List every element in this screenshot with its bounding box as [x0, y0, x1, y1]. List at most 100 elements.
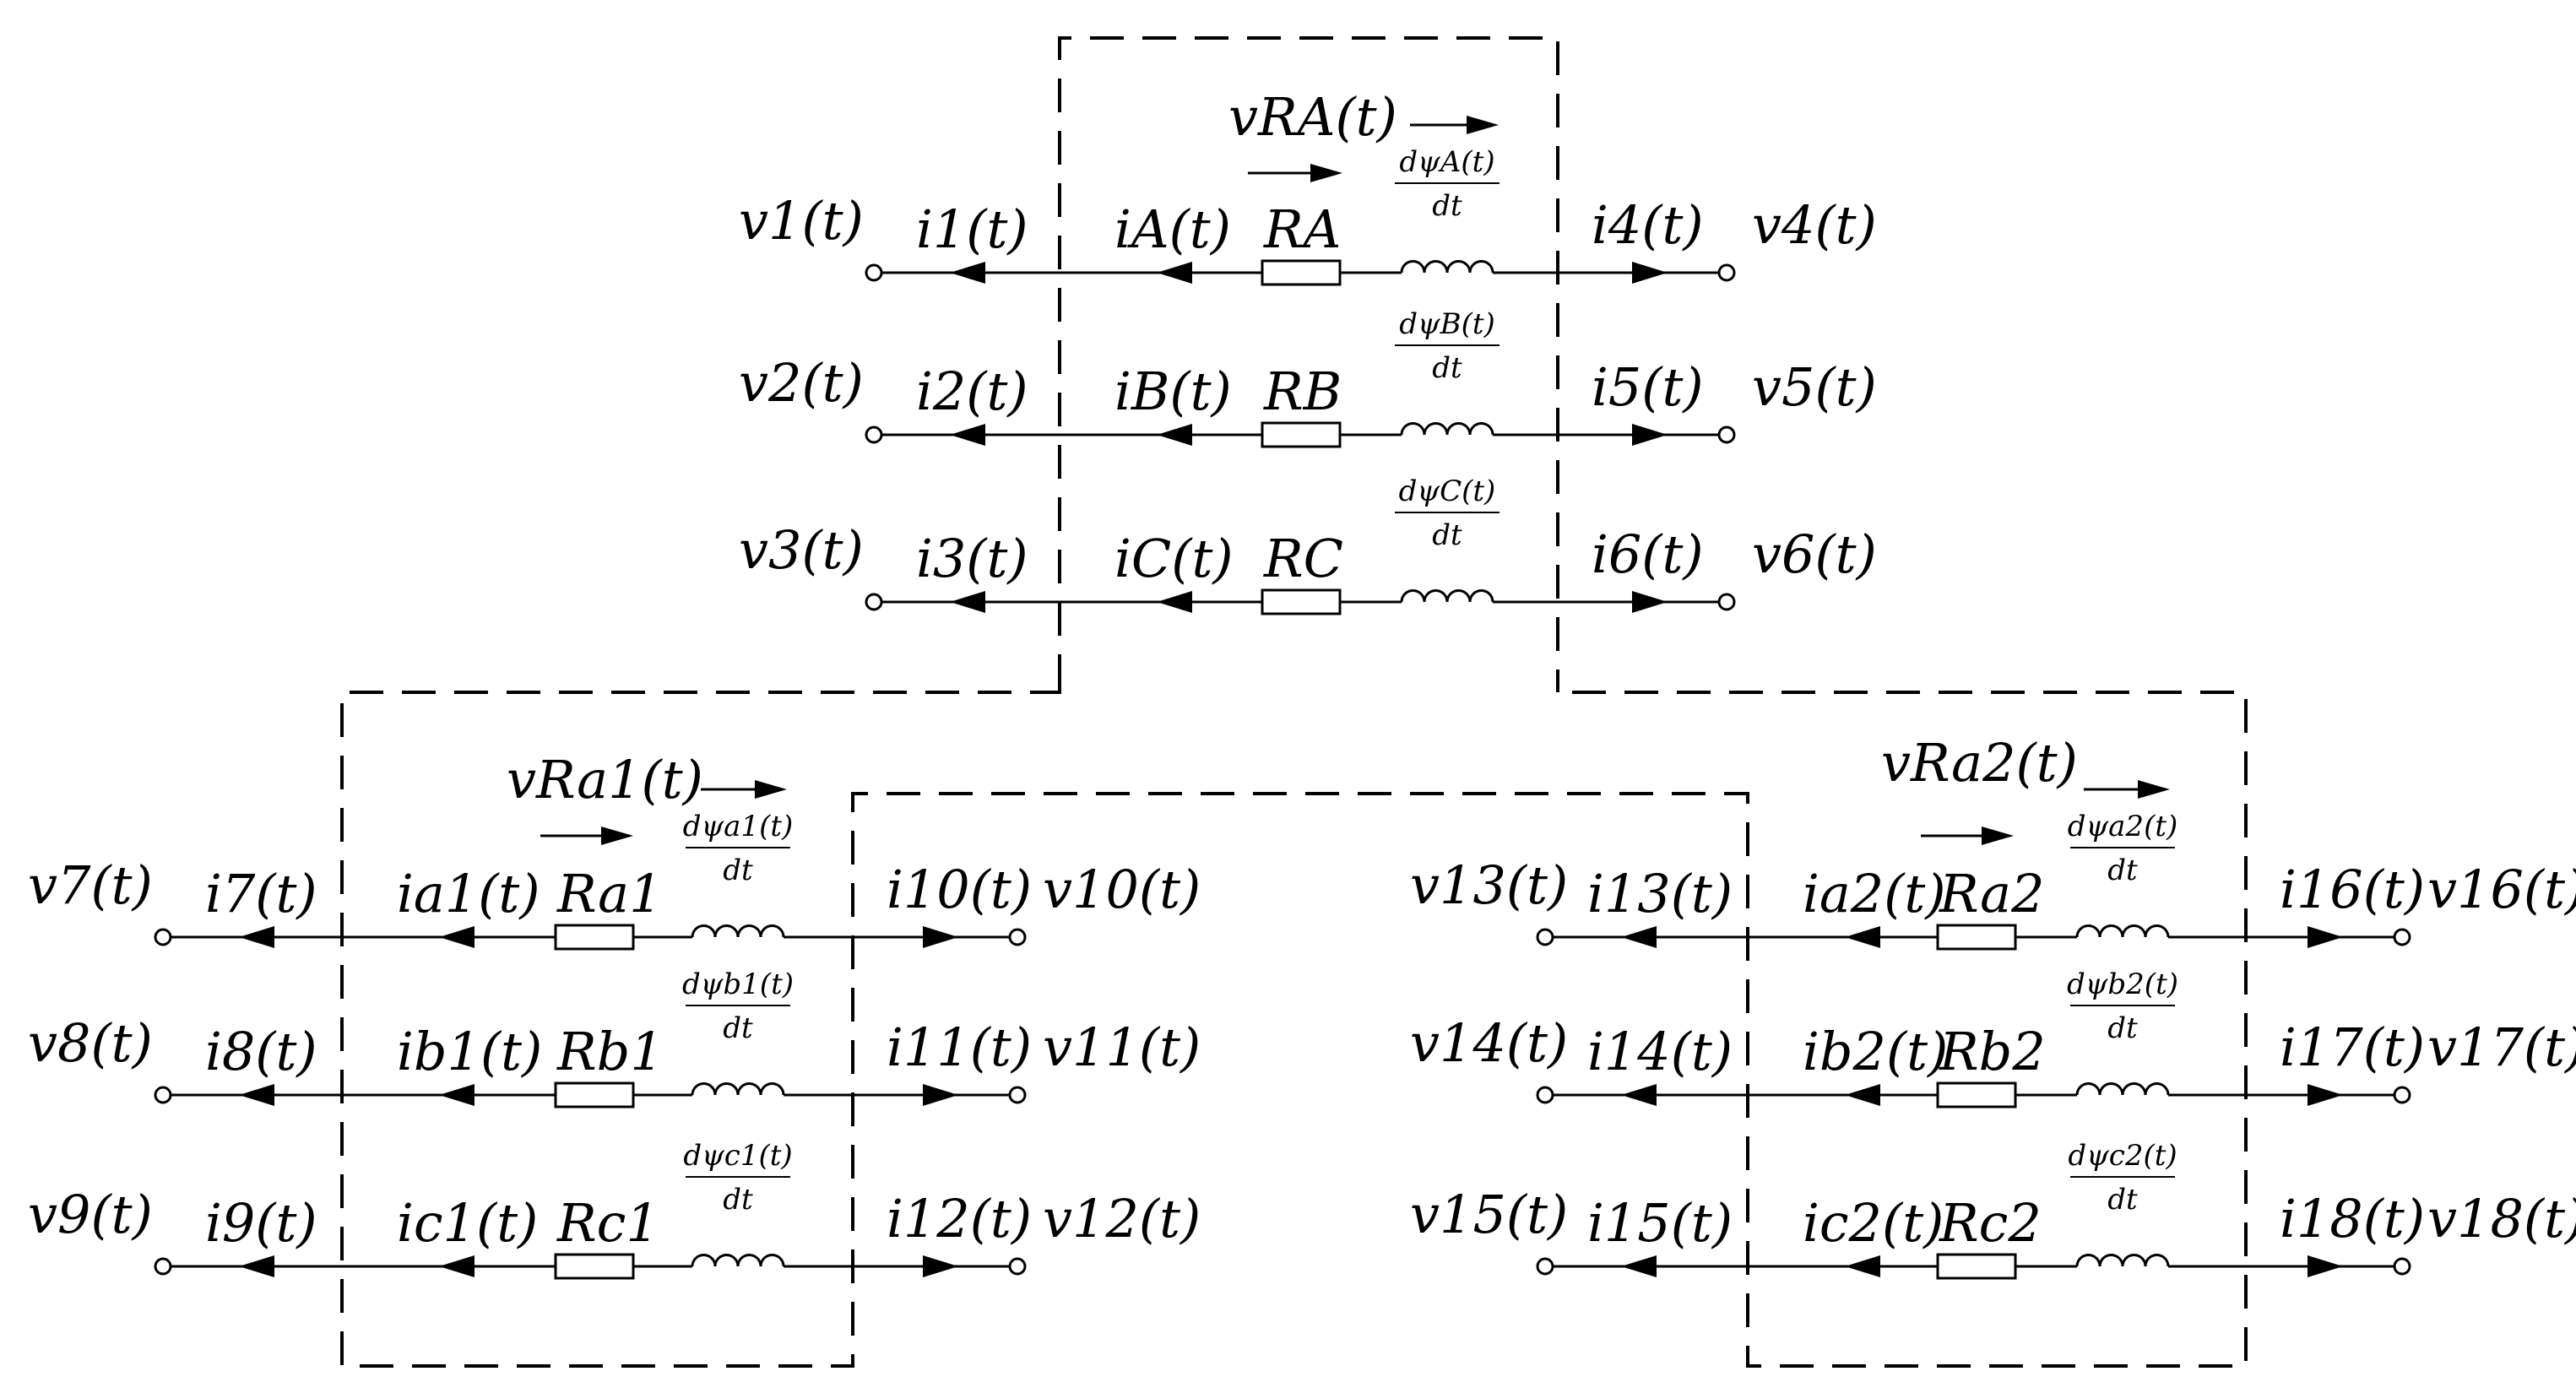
inductor [2075, 1082, 2170, 1096]
right-resistor-voltage-label: vRa2(t) [1881, 732, 2078, 794]
terminal-voltage-left: v9(t) [28, 1184, 153, 1245]
current-arrow-left [1621, 1084, 1657, 1106]
resistor [1936, 1081, 2017, 1108]
resistor [1936, 1253, 2017, 1280]
flux-derivative-numerator: dψc1(t) [683, 1139, 792, 1173]
terminal-voltage-left: v1(t) [739, 190, 864, 252]
resistor [554, 1081, 635, 1108]
current-arrow-right [2308, 1084, 2343, 1106]
terminal-left [1536, 928, 1554, 946]
resistor [1261, 588, 1342, 615]
terminal-current-left: i2(t) [916, 360, 1028, 422]
resistor-label: Rb1 [556, 1021, 664, 1082]
terminal-voltage-right: v17(t) [2427, 1016, 2576, 1078]
terminal-left [154, 1086, 172, 1104]
branch-current-arrow [1845, 1255, 1880, 1277]
branch-current-arrow [1157, 262, 1192, 284]
left-vr-arrow-head [601, 827, 633, 845]
flux-derivative-numerator: dψA(t) [1399, 145, 1494, 179]
flux-derivative-numerator: dψb2(t) [2067, 968, 2178, 1001]
terminal-right [1008, 1257, 1027, 1276]
branch-current-arrow [1845, 1084, 1880, 1106]
left-module-boundary [340, 688, 2248, 1368]
terminal-voltage-right: v12(t) [1043, 1188, 1201, 1249]
terminal-right [1717, 425, 1736, 444]
terminal-current-right: i17(t) [2280, 1016, 2425, 1078]
flux-derivative-denominator: dt [723, 854, 753, 887]
flux-derivative-numerator: dψB(t) [1399, 307, 1495, 341]
current-arrow-left [1621, 1255, 1657, 1277]
resistor [554, 924, 635, 951]
flux-derivative-numerator: dψC(t) [1399, 474, 1496, 508]
branch-current: iC(t) [1114, 528, 1234, 589]
flux-derivative-numerator: dψa1(t) [683, 810, 794, 843]
terminal-right [1717, 593, 1736, 611]
branch-current: ib1(t) [397, 1021, 542, 1082]
terminal-right [1008, 928, 1027, 946]
terminal-voltage-left: v15(t) [1410, 1184, 1568, 1245]
terminal-current-left: i9(t) [205, 1192, 317, 1254]
inductor [1400, 422, 1494, 436]
terminal-current-left: i8(t) [205, 1021, 317, 1082]
terminal-voltage-left: v14(t) [1410, 1012, 1568, 1074]
current-arrow-right [1632, 424, 1668, 446]
branch-current-arrow [1845, 926, 1880, 948]
resistor-label: Rb2 [1939, 1021, 2046, 1082]
resistor [1261, 259, 1342, 286]
flux-derivative-denominator: dt [1432, 518, 1462, 552]
flux-derivative-numerator: dψb1(t) [682, 968, 794, 1001]
resistor [1936, 924, 2017, 951]
terminal-left [865, 425, 883, 444]
resistor-label: Rc1 [556, 1192, 659, 1254]
terminal-left [1536, 1086, 1554, 1104]
flux-derivative-denominator: dt [2107, 854, 2138, 887]
branch-current: ib2(t) [1803, 1021, 1948, 1082]
resistor-label: RC [1263, 528, 1343, 589]
terminal-current-left: i1(t) [916, 198, 1028, 260]
branch-current-arrow [439, 1255, 475, 1277]
flux-derivative-numerator: dψc2(t) [2068, 1139, 2177, 1173]
current-arrow-left [950, 424, 985, 446]
branch-current-arrow [439, 1084, 475, 1106]
top-module-boundary [1058, 36, 1559, 692]
terminal-right [2393, 928, 2411, 946]
current-arrow-left [239, 1255, 274, 1277]
terminal-current-left: i7(t) [205, 863, 317, 924]
terminal-right [1008, 1086, 1027, 1104]
terminal-right [2393, 1086, 2411, 1104]
terminal-current-right: i12(t) [887, 1188, 1032, 1249]
terminal-voltage-right: v5(t) [1752, 356, 1877, 418]
terminal-left [865, 263, 883, 282]
resistor [554, 1253, 635, 1280]
terminal-voltage-left: v13(t) [1410, 854, 1568, 916]
top-flux-arrow-head [1467, 116, 1499, 134]
terminal-left [154, 1257, 172, 1276]
current-arrow-left [1621, 926, 1657, 948]
resistor-label: Rc2 [1939, 1192, 2042, 1254]
inductor [691, 1254, 785, 1267]
terminal-voltage-left: v8(t) [28, 1012, 153, 1074]
terminal-left [865, 593, 883, 611]
terminal-voltage-right: v11(t) [1043, 1016, 1201, 1078]
inductor [691, 924, 785, 938]
terminal-left [154, 928, 172, 946]
terminal-current-right: i6(t) [1592, 523, 1704, 585]
flux-derivative-denominator: dt [723, 1011, 753, 1045]
terminal-left [1536, 1257, 1554, 1276]
resistor-label: Ra2 [1939, 863, 2045, 924]
terminal-voltage-right: v6(t) [1752, 523, 1877, 585]
flux-derivative-denominator: dt [2107, 1183, 2138, 1217]
terminal-current-right: i4(t) [1592, 194, 1704, 256]
terminal-current-right: i16(t) [2280, 859, 2425, 920]
current-arrow-right [2308, 926, 2343, 948]
